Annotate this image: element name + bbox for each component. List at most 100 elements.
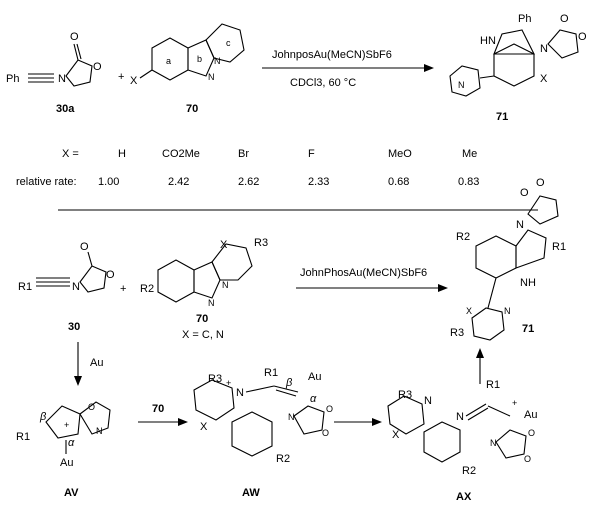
svg-text:α: α: [68, 437, 75, 449]
svg-text:Au: Au: [524, 409, 537, 421]
svg-text:R1: R1: [16, 431, 30, 443]
svg-text:β: β: [285, 377, 293, 389]
svg-text:R1: R1: [486, 379, 500, 391]
svg-text:1.00: 1.00: [98, 176, 119, 188]
intermediate-AW: R3 X N + R2 R1 β Au α N O O AW: [193, 367, 333, 499]
svg-text:a: a: [166, 56, 171, 66]
svg-text:O: O: [70, 31, 79, 43]
intermediate-AX: R3 X N R2 N R1 + Au N O O AX: [387, 379, 537, 503]
svg-text:+: +: [118, 71, 124, 83]
svg-text:O: O: [578, 31, 587, 43]
intermediate-label-AV: AV: [64, 487, 79, 499]
svg-text:X: X: [466, 306, 472, 316]
svg-text:N: N: [236, 387, 244, 399]
svg-text:R2: R2: [276, 453, 290, 465]
svg-text:O: O: [322, 428, 329, 438]
svg-text:H: H: [118, 148, 126, 160]
svg-text:N: N: [72, 281, 80, 293]
reactant-70-general: R2 X R3 N N 70 X = C, N: [140, 237, 268, 341]
svg-text:X: X: [200, 421, 208, 433]
product-71-top: HN Ph N O O X N 71: [449, 13, 587, 123]
au-step-arrow: Au: [74, 342, 103, 386]
svg-text:N: N: [222, 280, 229, 290]
svg-text:N: N: [424, 395, 432, 407]
intermediate-AV: O N + β α R1 Au AV: [16, 401, 111, 499]
svg-text:F: F: [308, 148, 315, 160]
x-definition: X = C, N: [182, 329, 224, 341]
compound-label-71-top: 71: [496, 111, 508, 123]
compound-label-70-general: 70: [196, 313, 208, 325]
svg-text:R1: R1: [264, 367, 278, 379]
compound-label-70: 70: [186, 103, 198, 115]
svg-text:R1: R1: [552, 241, 566, 253]
svg-text:O: O: [524, 454, 531, 464]
svg-text:HN: HN: [480, 35, 496, 47]
reactant-70: X a b c N N 70: [130, 23, 245, 115]
svg-text:N: N: [504, 306, 511, 316]
step-AX-71-arrow: [476, 348, 484, 384]
svg-text:70: 70: [152, 403, 164, 415]
svg-text:0.68: 0.68: [388, 176, 409, 188]
svg-text:Br: Br: [238, 148, 249, 160]
svg-text:β: β: [39, 411, 47, 423]
compound-label-71-general: 71: [522, 323, 534, 335]
svg-text:c: c: [226, 38, 231, 48]
svg-text:X: X: [392, 429, 400, 441]
svg-text:O: O: [520, 187, 529, 199]
rate-table: X = H CO2Me Br F MeO Me relative rate: 1…: [16, 148, 479, 188]
svg-text:MeO: MeO: [388, 148, 412, 160]
svg-text:+: +: [512, 398, 517, 408]
svg-text:2.42: 2.42: [168, 176, 189, 188]
svg-text:+: +: [226, 378, 231, 388]
svg-text:R2: R2: [456, 231, 470, 243]
svg-text:N: N: [456, 411, 464, 423]
svg-text:N: N: [214, 56, 221, 66]
svg-text:+: +: [120, 283, 126, 295]
svg-text:O: O: [528, 428, 535, 438]
svg-text:CO2Me: CO2Me: [162, 148, 200, 160]
svg-text:X: X: [220, 239, 228, 251]
svg-text:R3: R3: [208, 373, 222, 385]
intermediate-label-AX: AX: [456, 491, 472, 503]
svg-text:0.83: 0.83: [458, 176, 479, 188]
top-conditions: CDCl3, 60 °C: [290, 77, 356, 89]
svg-text:R1: R1: [18, 281, 32, 293]
svg-text:O: O: [93, 61, 102, 73]
reactant-30a: Ph N O O 30a: [6, 31, 102, 115]
svg-text:N: N: [58, 73, 66, 85]
svg-text:N: N: [516, 219, 524, 231]
svg-text:α: α: [310, 393, 317, 405]
svg-text:R2: R2: [462, 465, 476, 477]
svg-text:N: N: [208, 298, 215, 308]
svg-text:O: O: [560, 13, 569, 25]
svg-text:2.62: 2.62: [238, 176, 259, 188]
svg-text:N: N: [540, 43, 548, 55]
step-AW-AX-arrow: [334, 418, 382, 426]
intermediate-label-AW: AW: [242, 487, 260, 499]
svg-text:N: N: [458, 80, 465, 90]
compound-label-30a: 30a: [56, 103, 75, 115]
product-71-general: R2 R1 NH O O N X N R3 71: [450, 177, 566, 341]
phenyl-label: Ph: [6, 73, 19, 85]
svg-text:O: O: [106, 269, 115, 281]
svg-text:Au: Au: [308, 371, 321, 383]
svg-text:Ph: Ph: [518, 13, 531, 25]
svg-text:O: O: [80, 241, 89, 253]
general-reaction-arrow: JohnPhosAu(MeCN)SbF6: [296, 267, 448, 292]
svg-text:N: N: [96, 426, 103, 436]
svg-text:R2: R2: [140, 283, 154, 295]
x-substituent: X: [130, 75, 138, 87]
reactant-30: R1 N O O 30: [18, 241, 115, 333]
rate-table-row1-header: X =: [62, 148, 79, 160]
svg-text:Au: Au: [60, 457, 73, 469]
svg-text:Au: Au: [90, 357, 103, 369]
step-70-arrow: 70: [138, 403, 188, 426]
svg-text:X: X: [540, 73, 548, 85]
svg-text:N: N: [208, 72, 215, 82]
svg-text:2.33: 2.33: [308, 176, 329, 188]
svg-text:+: +: [64, 420, 69, 430]
svg-text:R3: R3: [254, 237, 268, 249]
svg-text:O: O: [536, 177, 545, 189]
svg-text:N: N: [288, 412, 295, 422]
